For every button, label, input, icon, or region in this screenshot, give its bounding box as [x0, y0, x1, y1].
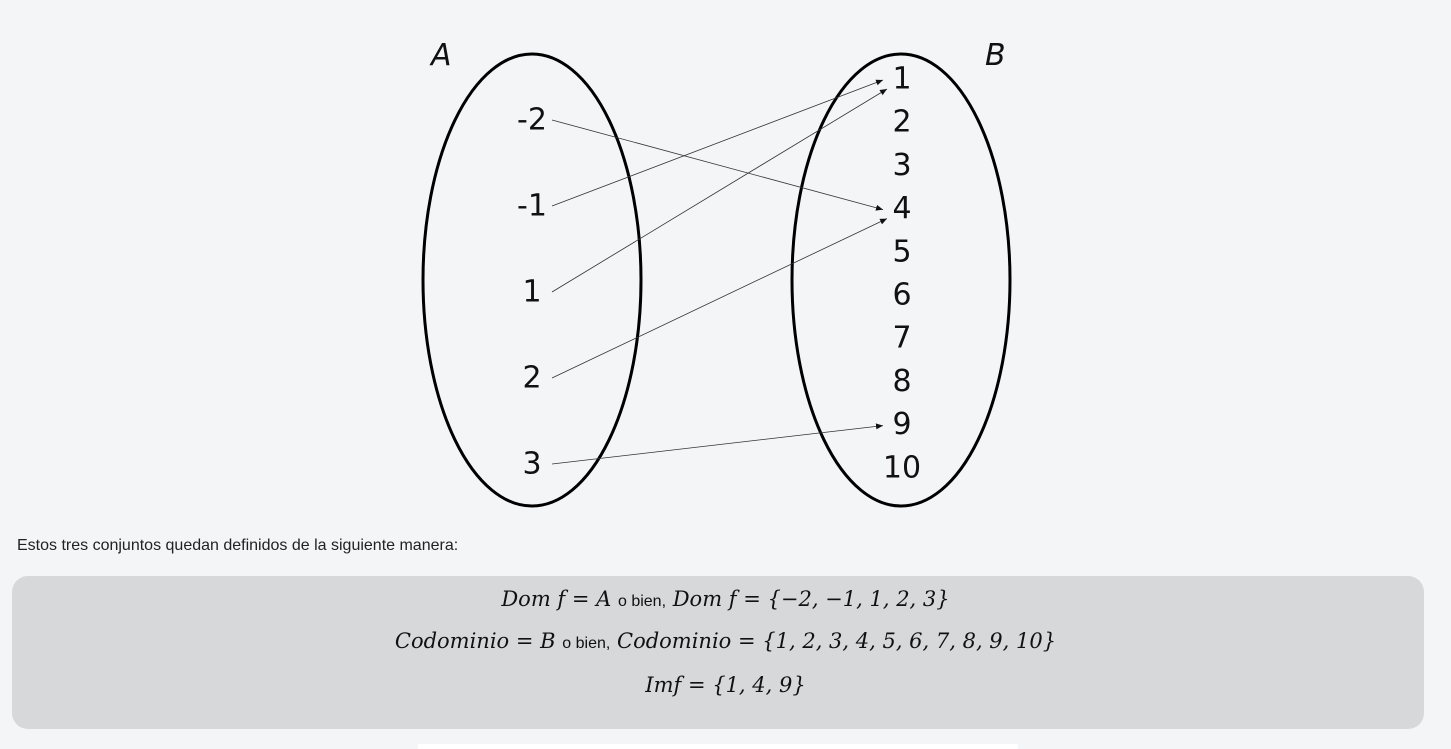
set-b-element: 4 [892, 191, 911, 226]
intro-text: Estos tres conjuntos quedan definidos de… [17, 537, 459, 554]
mapping-arrow [551, 79, 884, 207]
set-b-element: 6 [892, 278, 911, 313]
set-b-label: B [985, 38, 1006, 73]
set-b-element: 8 [892, 364, 911, 399]
codomain-lhs: Codominio = B [394, 629, 556, 653]
set-b-element: 9 [892, 407, 911, 442]
mapping-arrow [551, 218, 888, 379]
mapping-arrows [551, 79, 888, 465]
set-a-label: A [429, 38, 452, 73]
set-a-element: 2 [522, 361, 541, 396]
set-a-element: -1 [517, 189, 547, 224]
image-set: Imf = {1, 4, 9} [645, 673, 806, 697]
set-a-element: 1 [522, 275, 541, 310]
set-b-ellipse [790, 52, 1012, 508]
set-b-element: 7 [892, 321, 911, 356]
image-definition: Imf = {1, 4, 9} [0, 673, 1451, 697]
set-a-element: -2 [517, 103, 547, 138]
next-content-card [418, 744, 1018, 749]
mapping-arrow [551, 119, 884, 211]
set-b-element: 5 [892, 234, 911, 269]
codomain-connector: o bien, [562, 635, 611, 652]
set-a-elements: -2 -1 1 2 3 [517, 103, 547, 482]
set-b-element: 10 [883, 450, 921, 485]
set-b-element: 2 [892, 105, 911, 140]
domain-rhs: Dom f = {−2, −1, 1, 2, 3} [672, 587, 950, 611]
domain-lhs: Dom f = A [501, 587, 612, 611]
set-b-element: 1 [892, 62, 911, 97]
mapping-arrow [551, 423, 884, 465]
set-b-elements: 1 2 3 4 5 6 7 8 9 10 [883, 62, 921, 486]
domain-definition: Dom f = A o bien, Dom f = {−2, −1, 1, 2,… [0, 587, 1451, 611]
codomain-definition: Codominio = B o bien, Codominio = {1, 2,… [0, 629, 1451, 653]
set-b-element: 3 [892, 148, 911, 183]
codomain-rhs: Codominio = {1, 2, 3, 4, 5, 6, 7, 8, 9, … [617, 629, 1057, 653]
definitions-box [12, 576, 1424, 729]
arrow-diagram: A B -2 -1 1 2 3 1 2 3 4 5 6 7 8 9 10 [421, 38, 1012, 508]
set-a-element: 3 [522, 447, 541, 482]
set-a-ellipse [421, 52, 643, 508]
domain-connector: o bien, [617, 593, 667, 610]
mapping-arrow [551, 88, 888, 293]
